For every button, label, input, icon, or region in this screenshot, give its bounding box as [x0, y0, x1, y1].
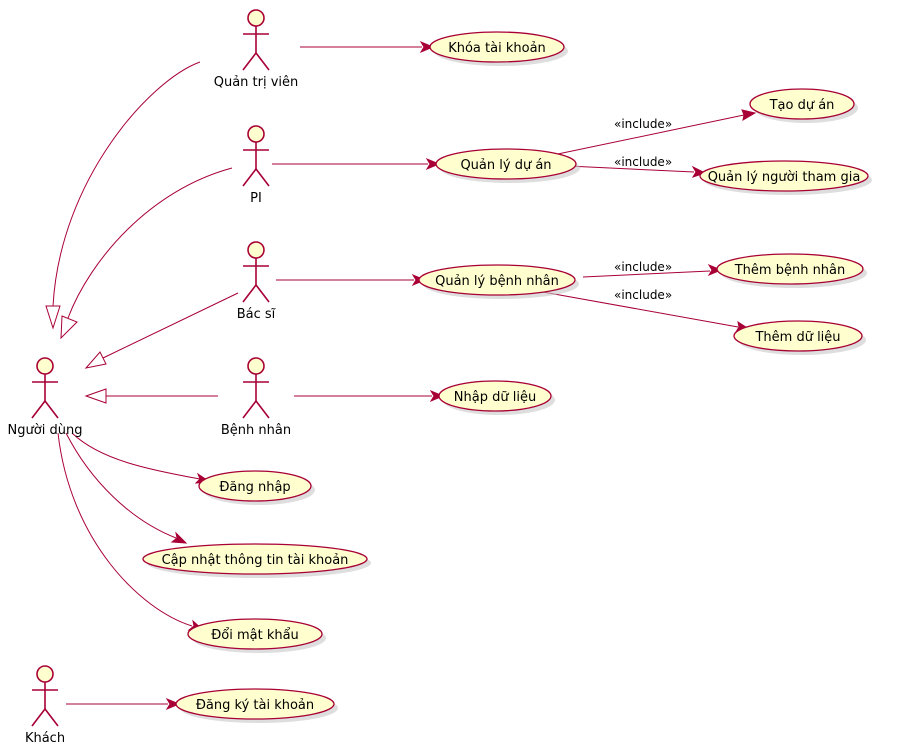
actor-label: Người dùng	[8, 423, 83, 438]
association-user-login	[71, 432, 201, 480]
generalization-arrowhead	[84, 351, 107, 369]
usecase-add-data[interactable]: Thêm dữ liệu	[733, 320, 866, 355]
generalization-doctor-to-user	[102, 292, 239, 359]
usecase-label: Khóa tài khoản	[448, 41, 546, 56]
usecase-label: Tạo dự án	[769, 98, 835, 113]
usecase-manage-participants[interactable]: Quản lý người tham gia	[699, 160, 872, 195]
include-patients-addpatient	[582, 270, 711, 278]
generalization-arrowhead	[84, 388, 107, 404]
usecase-manage-patients[interactable]: Quản lý bệnh nhân	[418, 264, 579, 299]
actor-admin[interactable]: Quản trị viên	[214, 9, 299, 90]
association-arrowhead	[425, 157, 441, 171]
include-arrowhead	[691, 165, 707, 178]
association-arrowhead	[165, 697, 181, 711]
include-label: «include»	[614, 260, 672, 274]
actor-user[interactable]: Người dùng	[8, 357, 83, 438]
usecase-create-project[interactable]: Tạo dự án	[749, 88, 858, 123]
usecase-label: Thêm dữ liệu	[754, 330, 840, 345]
usecase-manage-project[interactable]: Quản lý dự án	[435, 148, 580, 183]
usecase-register[interactable]: Đăng ký tài khoản	[175, 688, 338, 723]
association-arrowhead	[170, 531, 188, 544]
generalization-admin-to-user	[52, 61, 201, 307]
usecase-update-account[interactable]: Cập nhật thông tin tài khoản	[142, 543, 371, 578]
include-project-create	[552, 114, 745, 156]
association-user-update	[65, 432, 177, 539]
generalization-pi-to-user	[67, 167, 233, 319]
usecase-label: Nhập dữ liệu	[454, 390, 536, 405]
include-labels: «include» «include» «include» «include»	[614, 117, 672, 302]
include-project-participants	[567, 165, 695, 173]
include-patients-adddata	[542, 291, 739, 328]
usecase-label: Quản lý dự án	[460, 158, 551, 173]
include-label: «include»	[614, 155, 672, 169]
association-user-password	[57, 432, 193, 627]
usecase-label: Đăng ký tài khoản	[196, 698, 314, 713]
usecase-add-patient[interactable]: Thêm bệnh nhân	[716, 253, 867, 288]
edges	[45, 40, 757, 711]
usecase-login[interactable]: Đăng nhập	[198, 470, 315, 505]
actor-doctor[interactable]: Bác sĩ	[237, 241, 276, 322]
generalization-arrowhead	[60, 315, 78, 340]
usecase-label: Đổi mật khẩu	[211, 628, 299, 643]
usecase-enter-data[interactable]: Nhập dữ liệu	[438, 380, 555, 415]
usecase-change-password[interactable]: Đổi mật khẩu	[187, 618, 326, 653]
generalization-arrowhead	[45, 305, 61, 330]
usecase-label: Quản lý người tham gia	[708, 170, 861, 185]
actor-label: Quản trị viên	[214, 75, 299, 90]
actor-label: Bệnh nhân	[221, 423, 291, 438]
include-label: «include»	[614, 117, 672, 131]
include-label: «include»	[614, 288, 672, 302]
usecase-label: Thêm bệnh nhân	[734, 263, 846, 278]
actor-label: Khách	[25, 731, 65, 746]
include-arrowhead	[741, 109, 757, 121]
actor-patient[interactable]: Bệnh nhân	[221, 357, 291, 438]
actor-label: Bác sĩ	[237, 307, 276, 322]
usecase-label: Quản lý bệnh nhân	[435, 274, 559, 289]
usecase-label: Đăng nhập	[219, 480, 290, 495]
usecase-lock-account[interactable]: Khóa tài khoản	[429, 31, 568, 66]
actor-label: PI	[250, 191, 262, 206]
actor-pi[interactable]: PI	[242, 125, 270, 206]
usecase-label: Cập nhật thông tin tài khoản	[162, 553, 349, 568]
include-arrowhead	[707, 263, 723, 277]
association-arrowhead	[419, 40, 435, 54]
association-arrowhead	[429, 389, 445, 403]
actor-guest[interactable]: Khách	[25, 665, 65, 746]
